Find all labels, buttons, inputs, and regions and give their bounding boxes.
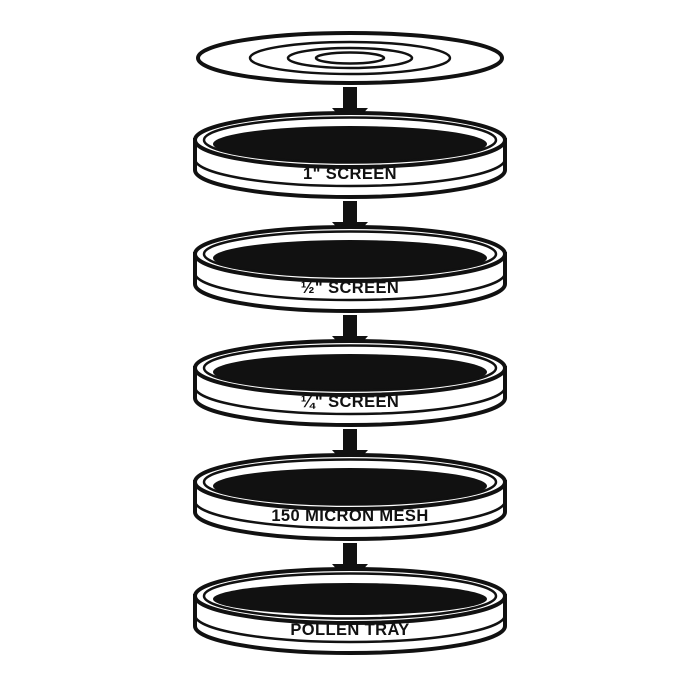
tray-bottom-band [193, 386, 507, 416]
lid-ring-middle [286, 46, 414, 70]
tray-rim-inner [202, 230, 498, 278]
tray-interior [213, 583, 487, 615]
tray-screen-quarter-in: ¼" SCREEN [193, 339, 507, 427]
tray-rim-inner [202, 116, 498, 164]
lid [196, 31, 504, 85]
tray-rim-inner [202, 572, 498, 620]
tray-bottom-band [193, 158, 507, 188]
screen-half-in-label: ½" SCREEN [301, 279, 400, 297]
tray-bottom-band [193, 614, 507, 644]
tray-screen-interior [213, 354, 487, 390]
mesh-150-micron-label: 150 MICRON MESH [271, 507, 428, 525]
tray-rim-inner [202, 344, 498, 392]
tray-screen-1in: 1" SCREEN [193, 111, 507, 199]
screen-1in-label: 1" SCREEN [303, 165, 397, 183]
tray-bottom-band [193, 272, 507, 302]
lid-ring-inner [314, 51, 386, 65]
lid-outer-edge [196, 31, 504, 85]
lid-ring-outer [248, 40, 452, 76]
tray-bottom-band [193, 500, 507, 530]
tray-pollen: POLLEN TRAY [193, 567, 507, 655]
tray-mesh-150-micron: 150 MICRON MESH [193, 453, 507, 541]
screen-quarter-in-label: ¼" SCREEN [301, 393, 400, 411]
tray-screen-interior [213, 240, 487, 276]
tray-rim-inner [202, 458, 498, 506]
tray-screen-interior [213, 126, 487, 162]
pollen-tray-label: POLLEN TRAY [290, 621, 409, 639]
tray-screen-interior [213, 468, 487, 504]
tray-screen-half-in: ½" SCREEN [193, 225, 507, 313]
